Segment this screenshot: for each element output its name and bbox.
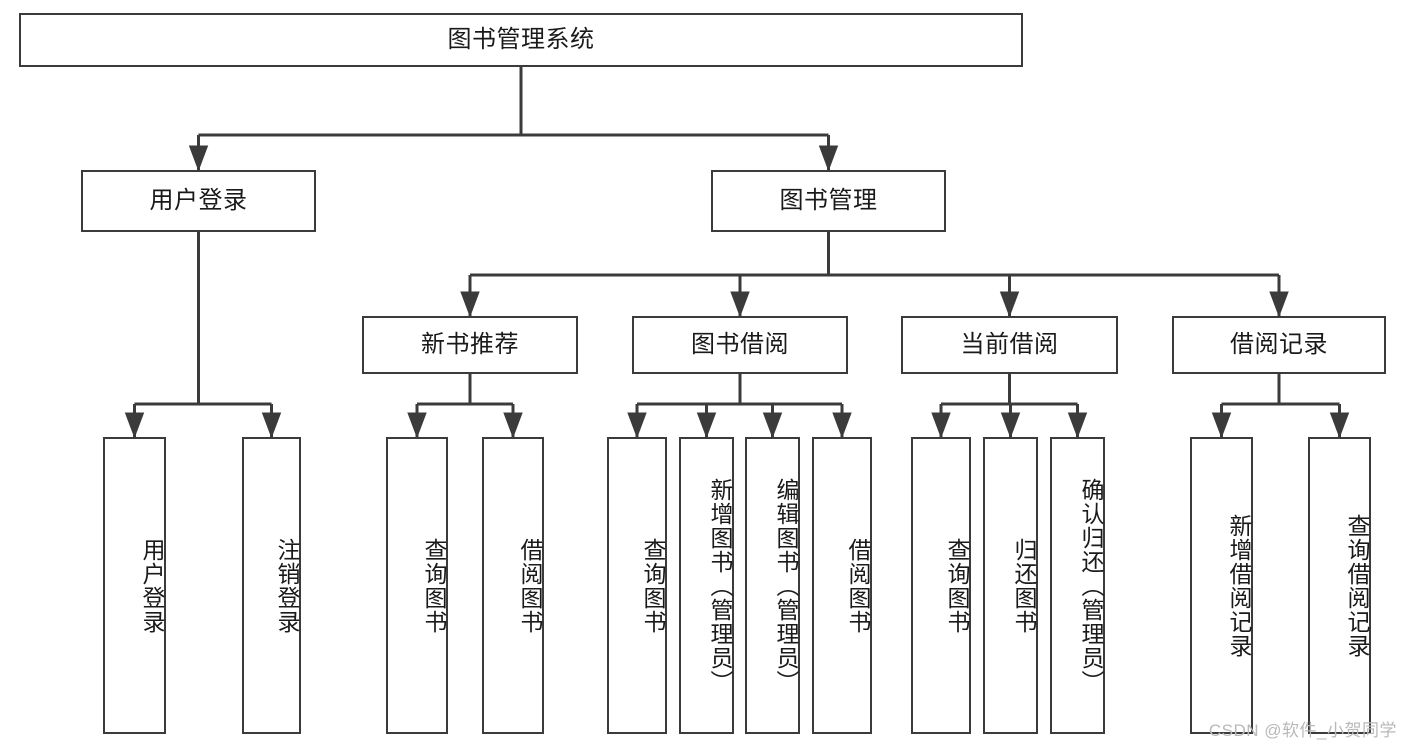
node-borrow-record[interactable]: 借阅记录 [1172, 316, 1386, 374]
arrowhead-icon [407, 412, 427, 439]
node-label: 归还图书 [1011, 537, 1037, 634]
node-book-borrow[interactable]: 图书借阅 [632, 316, 848, 374]
node-leaf-3[interactable]: 查询图书 [386, 437, 448, 734]
node-label: 图书管理 [779, 186, 878, 214]
node-label: 确认归还（管理员） [1078, 477, 1104, 694]
arrowhead-icon [1211, 412, 1232, 439]
node-leaf-7[interactable]: 编辑图书（管理员） [745, 437, 800, 734]
node-label: 查询图书 [944, 537, 970, 634]
arrowhead-icon [931, 412, 951, 439]
node-leaf-9[interactable]: 查询图书 [911, 437, 971, 734]
node-leaf-6[interactable]: 新增图书（管理员） [679, 437, 734, 734]
node-label: 用户登录 [149, 186, 248, 214]
node-label: 新增借阅记录 [1226, 513, 1252, 658]
node-label: 借阅图书 [845, 537, 871, 634]
node-root[interactable]: 图书管理系统 [19, 13, 1023, 67]
node-leaf-4[interactable]: 借阅图书 [482, 437, 544, 734]
arrowhead-icon [503, 412, 523, 439]
node-leaf-2[interactable]: 注销登录 [242, 437, 301, 734]
node-label: 查询图书 [640, 537, 666, 634]
node-leaf-13[interactable]: 查询借阅记录 [1308, 437, 1371, 734]
node-label: 注销登录 [274, 537, 300, 634]
arrowhead-icon [627, 412, 647, 439]
node-label: 编辑图书（管理员） [773, 477, 799, 694]
node-label: 借阅记录 [1230, 330, 1328, 358]
arrowhead-icon [1329, 412, 1350, 439]
arrowhead-icon [1000, 412, 1021, 439]
node-label: 图书管理系统 [447, 25, 595, 53]
node-new-book-rec[interactable]: 新书推荐 [362, 316, 578, 374]
arrowhead-icon [762, 412, 783, 439]
arrowhead-icon [832, 412, 852, 439]
node-user-login[interactable]: 用户登录 [81, 170, 316, 232]
arrowhead-icon [1269, 291, 1289, 318]
node-label: 查询图书 [421, 537, 447, 634]
arrowhead-icon [730, 291, 750, 318]
node-label: 图书借阅 [691, 330, 789, 358]
arrowhead-icon [124, 412, 145, 439]
arrowhead-icon [696, 412, 717, 439]
node-leaf-12[interactable]: 新增借阅记录 [1190, 437, 1253, 734]
node-leaf-11[interactable]: 确认归还（管理员） [1050, 437, 1105, 734]
node-label: 新增图书（管理员） [707, 477, 733, 694]
arrowhead-icon [460, 291, 480, 318]
node-book-manage[interactable]: 图书管理 [711, 170, 946, 232]
csdn-watermark: CSDN @软件_小贺同学 [1208, 721, 1397, 740]
arrowhead-icon [1067, 412, 1088, 439]
node-label: 当前借阅 [960, 330, 1059, 358]
arrowhead-icon [188, 145, 209, 172]
node-label: 查询借阅记录 [1344, 513, 1370, 658]
node-label: 用户登录 [139, 537, 165, 634]
node-label: 新书推荐 [421, 330, 519, 358]
node-leaf-5[interactable]: 查询图书 [607, 437, 667, 734]
node-current-borrow[interactable]: 当前借阅 [901, 316, 1118, 374]
node-leaf-10[interactable]: 归还图书 [983, 437, 1038, 734]
arrowhead-icon [261, 412, 282, 439]
node-leaf-1[interactable]: 用户登录 [103, 437, 166, 734]
arrowhead-icon [818, 145, 839, 172]
node-label: 借阅图书 [517, 537, 543, 634]
node-leaf-8[interactable]: 借阅图书 [812, 437, 872, 734]
arrowhead-icon [999, 291, 1020, 318]
